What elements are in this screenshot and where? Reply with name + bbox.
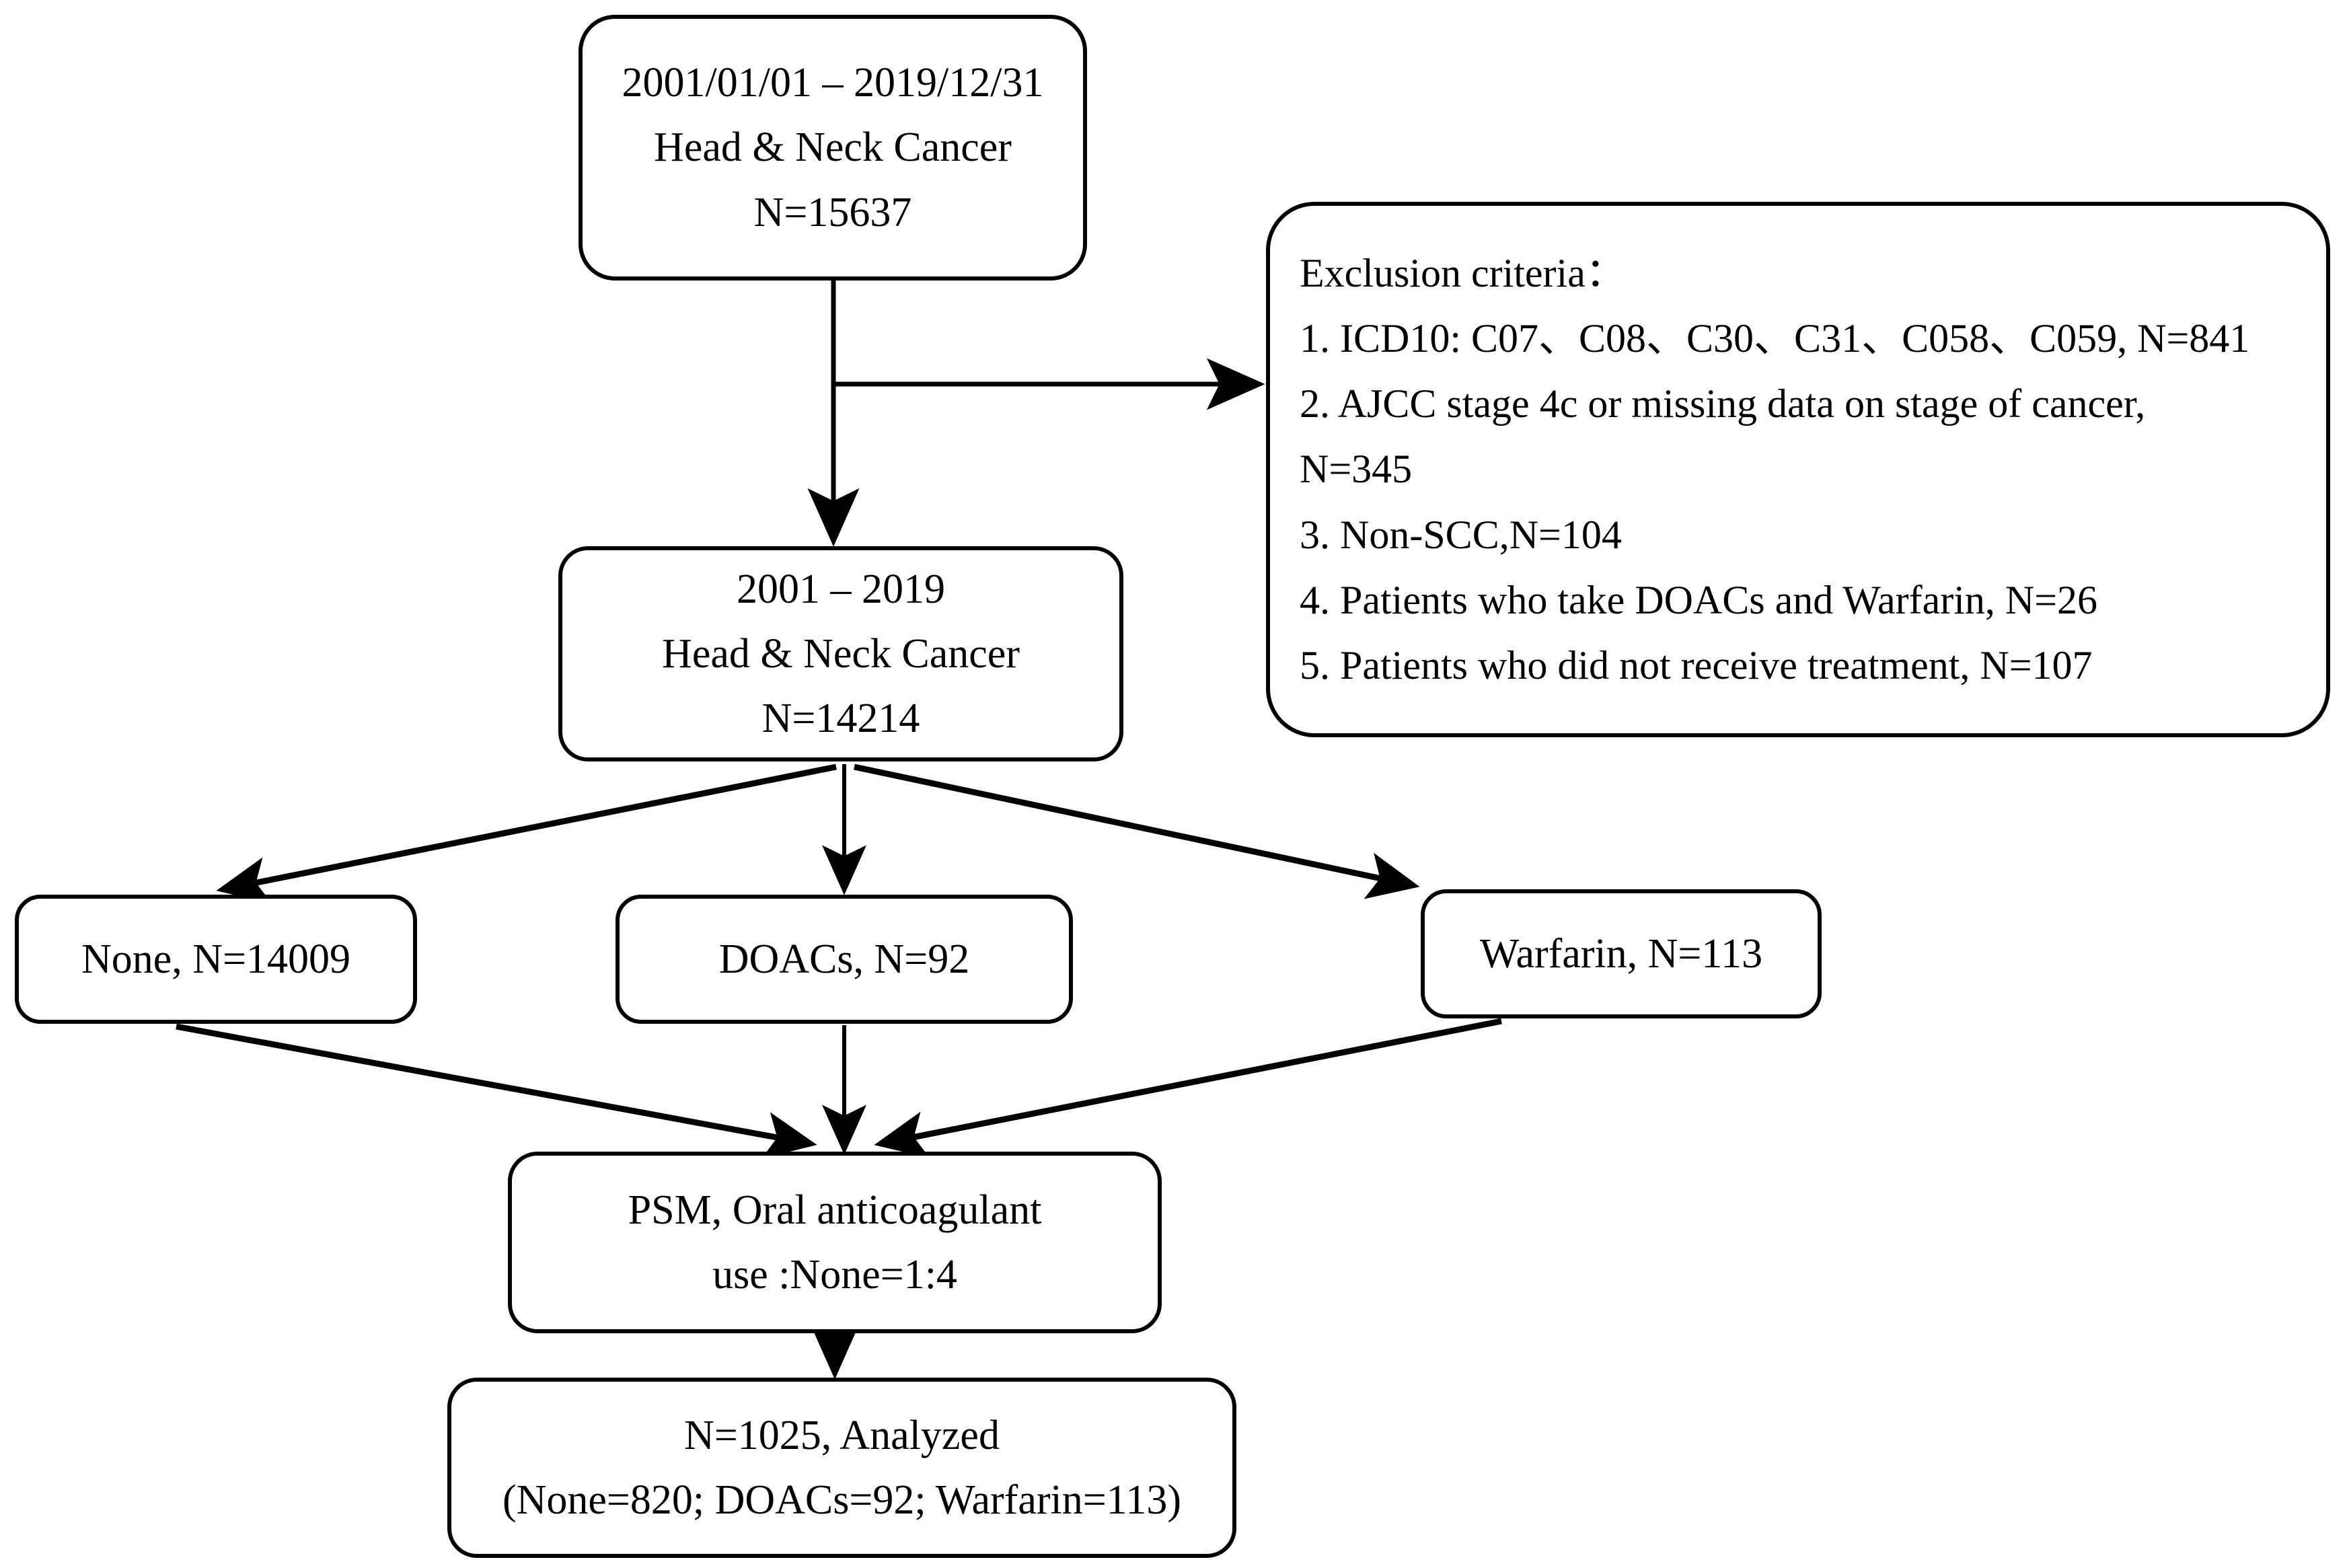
exclusion-item-1: 1. ICD10: C07、C08、C30、C31、C058、C059, N=8… xyxy=(1300,316,2250,361)
psm-matching-box: PSM, Oral anticoagulant use :None=1:4 xyxy=(508,1152,1162,1333)
exclusion-item-2: 2. AJCC stage 4c or missing data on stag… xyxy=(1300,381,2146,426)
group-doacs-box: DOACs, N=92 xyxy=(616,895,1073,1024)
eligible-cohort-box: 2001 – 2019 Head & Neck Cancer N=14214 xyxy=(558,546,1123,761)
cohort-population: Head & Neck Cancer xyxy=(662,630,1020,677)
psm-ratio: use :None=1:4 xyxy=(712,1252,957,1298)
source-count: N=15637 xyxy=(753,189,912,235)
exclusion-heading: Exclusion criteria： xyxy=(1300,250,1626,295)
final-breakdown: (None=820; DOACs=92; Warfarin=113) xyxy=(502,1477,1182,1523)
group-warfarin-label: Warfarin, N=113 xyxy=(1479,930,1763,977)
psm-method: PSM, Oral anticoagulant xyxy=(628,1187,1042,1233)
group-none-label: None, N=14009 xyxy=(81,936,351,982)
exclusion-item-3: 3. Non-SCC,N=104 xyxy=(1300,512,1622,557)
source-population: Head & Neck Cancer xyxy=(654,124,1012,171)
group-warfarin-box: Warfarin, N=113 xyxy=(1421,889,1822,1018)
connector-cohort-to-warfarin xyxy=(854,763,1420,899)
exclusion-criteria-box: Exclusion criteria： 1. ICD10: C07、C08、C3… xyxy=(1266,202,2330,737)
source-period: 2001/01/01 – 2019/12/31 xyxy=(622,60,1044,106)
analyzed-cohort-box: N=1025, Analyzed (None=820; DOACs=92; Wa… xyxy=(447,1378,1236,1558)
exclusion-item-5: 5. Patients who did not receive treatmen… xyxy=(1300,642,2093,687)
final-count: N=1025, Analyzed xyxy=(684,1412,1000,1458)
connector-none-to-psm xyxy=(176,1023,817,1159)
group-none-box: None, N=14009 xyxy=(15,895,417,1024)
cohort-count: N=14214 xyxy=(761,696,920,742)
connector-cohort-to-none xyxy=(216,763,837,904)
group-doacs-label: DOACs, N=92 xyxy=(718,936,970,982)
cohort-period: 2001 – 2019 xyxy=(737,566,945,612)
source-cohort-box: 2001/01/01 – 2019/12/31 Head & Neck Canc… xyxy=(579,15,1087,281)
exclusion-item-2-cont: N=345 xyxy=(1300,447,1413,492)
exclusion-item-4: 4. Patients who take DOACs and Warfarin,… xyxy=(1300,577,2098,622)
connector-warfarin-to-psm xyxy=(874,1018,1502,1158)
